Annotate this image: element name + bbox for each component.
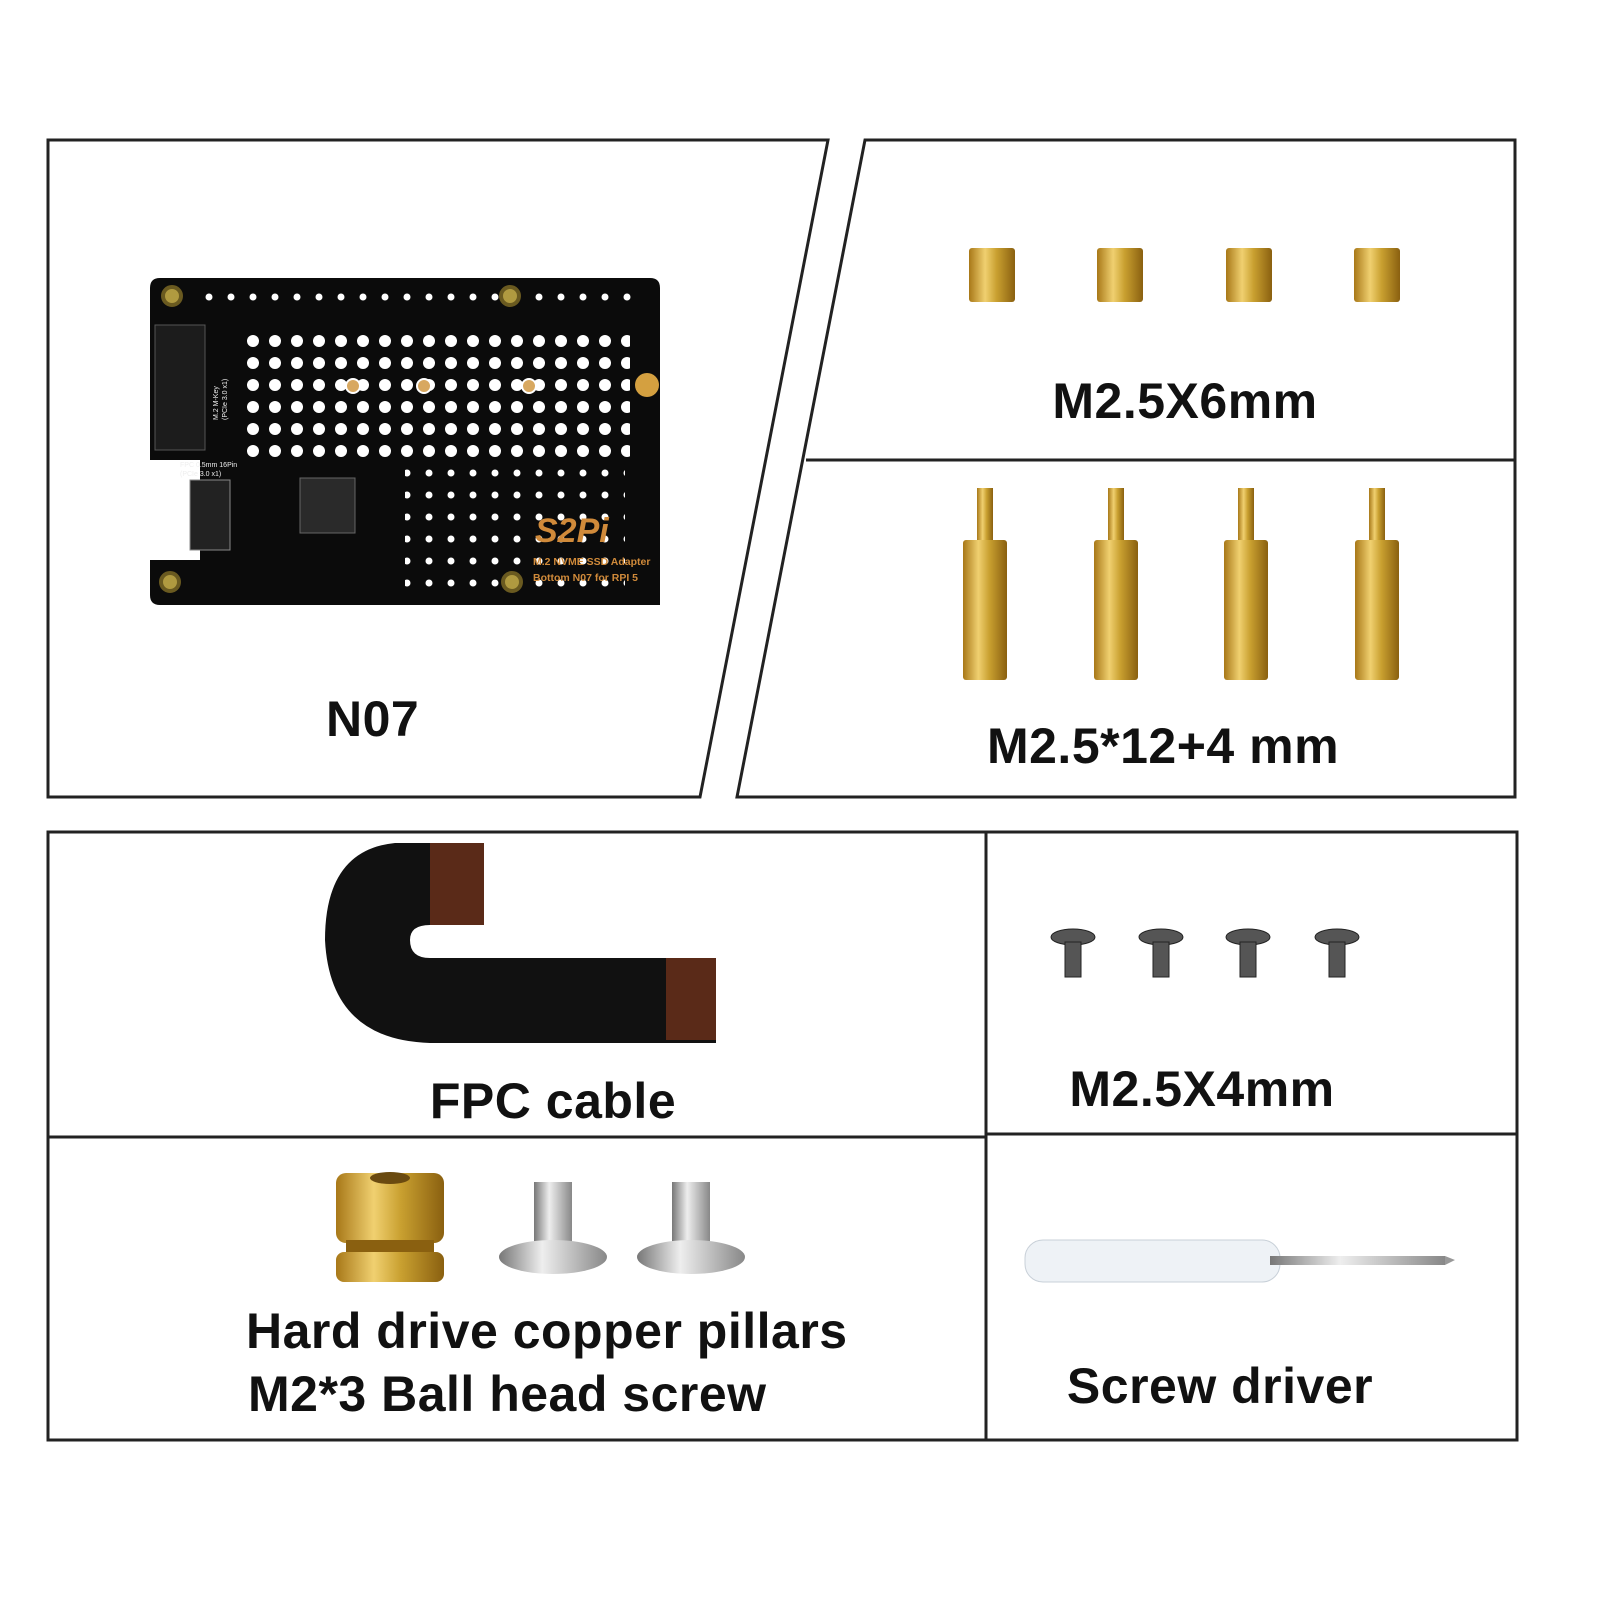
long-standoffs-label: M2.5*12+4 mm — [986, 718, 1340, 774]
small-screws-label: M2.5X4mm — [1069, 1061, 1335, 1117]
pcb-product-line2: Bottom N07 for RPI 5 — [533, 572, 638, 584]
standoff-panel-border — [735, 138, 1517, 799]
pcb-board-image: S2Pi M.2 NVME SSD Adapter Bottom N07 for… — [150, 278, 660, 605]
short-standoffs-label: M2.5X6mm — [1052, 373, 1318, 429]
pcb-product-line1: M.2 NVME SSD Adapter — [533, 556, 650, 568]
ball-head-screws-image — [499, 1182, 745, 1274]
pcb-fpc-text2: (PCIe 3.0 x1) — [180, 471, 221, 478]
long-standoffs-image — [963, 488, 1399, 680]
pillars-label-line1: Hard drive copper pillars — [246, 1303, 848, 1359]
fpc-cable-label: FPC cable — [429, 1073, 677, 1129]
pillars-label-line2: M2*3 Ball head screw — [248, 1366, 767, 1422]
fpc-cable-image — [325, 843, 716, 1043]
board-panel-border — [46, 138, 830, 799]
copper-pillar-image — [336, 1172, 444, 1282]
pcb-fpc-text1: FPC 0.5mm 16Pin — [180, 462, 237, 469]
pcb-mkey-text1: M.2 M-Key — [213, 386, 220, 420]
small-screws-image — [1050, 928, 1360, 978]
board-label: N07 — [326, 691, 420, 747]
short-standoffs-image — [969, 248, 1400, 302]
screwdriver-label: Screw driver — [1066, 1358, 1374, 1414]
pcb-brand-logo: S2Pi — [535, 512, 610, 550]
pcb-mkey-text2: (PCIe 3.0 x1) — [222, 379, 229, 420]
screwdriver-image — [1024, 1239, 1455, 1283]
